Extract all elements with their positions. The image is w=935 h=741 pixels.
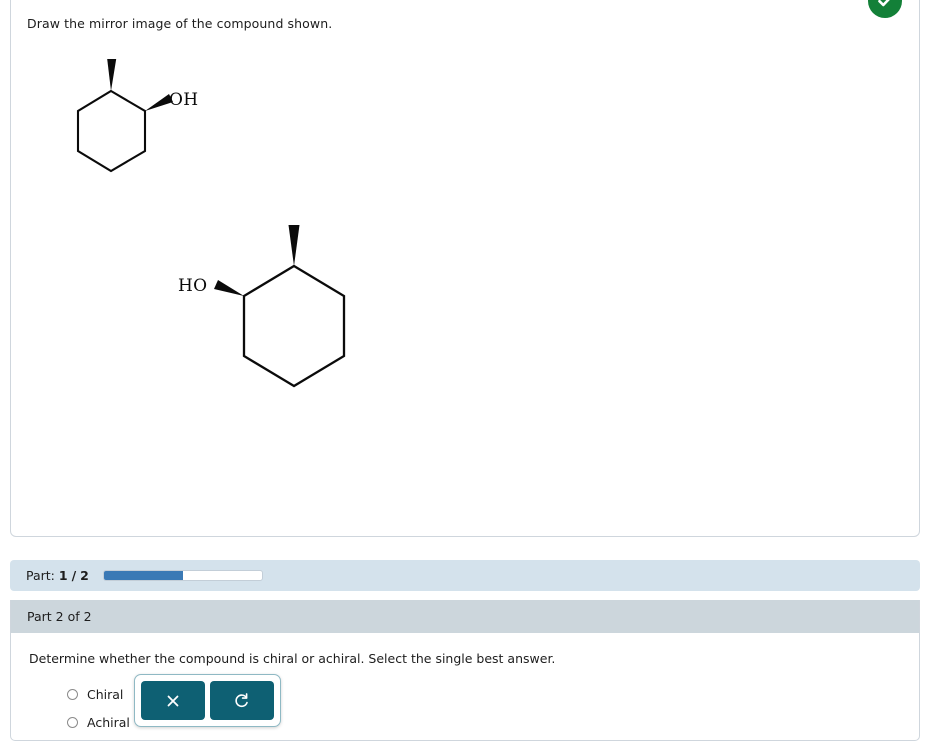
- part-progress-word: Part:: [26, 568, 55, 583]
- part-progress-current: 1: [58, 568, 68, 583]
- progress-bar-track: [102, 570, 263, 581]
- radio-label-achiral: Achiral: [87, 714, 130, 730]
- molecule-drawing-area[interactable]: [11, 0, 921, 538]
- hydroxyl-wedge-bond-2: [214, 280, 244, 296]
- radio-option-achiral[interactable]: Achiral: [67, 708, 919, 736]
- close-icon: [167, 695, 179, 706]
- part2-header: Part 2 of 2: [11, 600, 919, 633]
- radio-option-chiral[interactable]: Chiral: [67, 680, 919, 708]
- atom-label-ho: HO: [178, 276, 208, 296]
- radio-button-chiral[interactable]: [67, 688, 78, 700]
- part-progress-label: Part: 1 / 2: [26, 568, 89, 583]
- prompt-text: Draw the mirror image of the compound sh…: [27, 16, 333, 31]
- methyl-wedge-bond-1: [107, 59, 117, 91]
- undo-button[interactable]: [210, 681, 274, 720]
- check-icon: [878, 0, 890, 7]
- part-progress-strip: Part: 1 / 2: [10, 560, 920, 591]
- part2-question-text: Determine whether the compound is chiral…: [29, 651, 556, 666]
- atom-label-oh: OH: [169, 90, 199, 110]
- molecule-given: [76, 89, 147, 173]
- drawing-canvas-panel[interactable]: Draw the mirror image of the compound sh…: [10, 0, 920, 537]
- part-progress-total: 2: [80, 568, 89, 583]
- close-button[interactable]: [141, 681, 205, 720]
- answer-radio-group[interactable]: Chiral Achiral: [67, 680, 919, 736]
- part-progress-separator: /: [71, 568, 77, 583]
- molecule-drawn: [242, 264, 346, 388]
- radio-button-achiral[interactable]: [67, 716, 78, 728]
- progress-bar-fill: [103, 571, 183, 580]
- radio-label-chiral: Chiral: [87, 686, 124, 702]
- methyl-wedge-bond-2: [288, 225, 300, 266]
- floating-tool-popup[interactable]: [134, 674, 281, 727]
- undo-icon: [235, 692, 248, 707]
- status-badge: [868, 0, 902, 18]
